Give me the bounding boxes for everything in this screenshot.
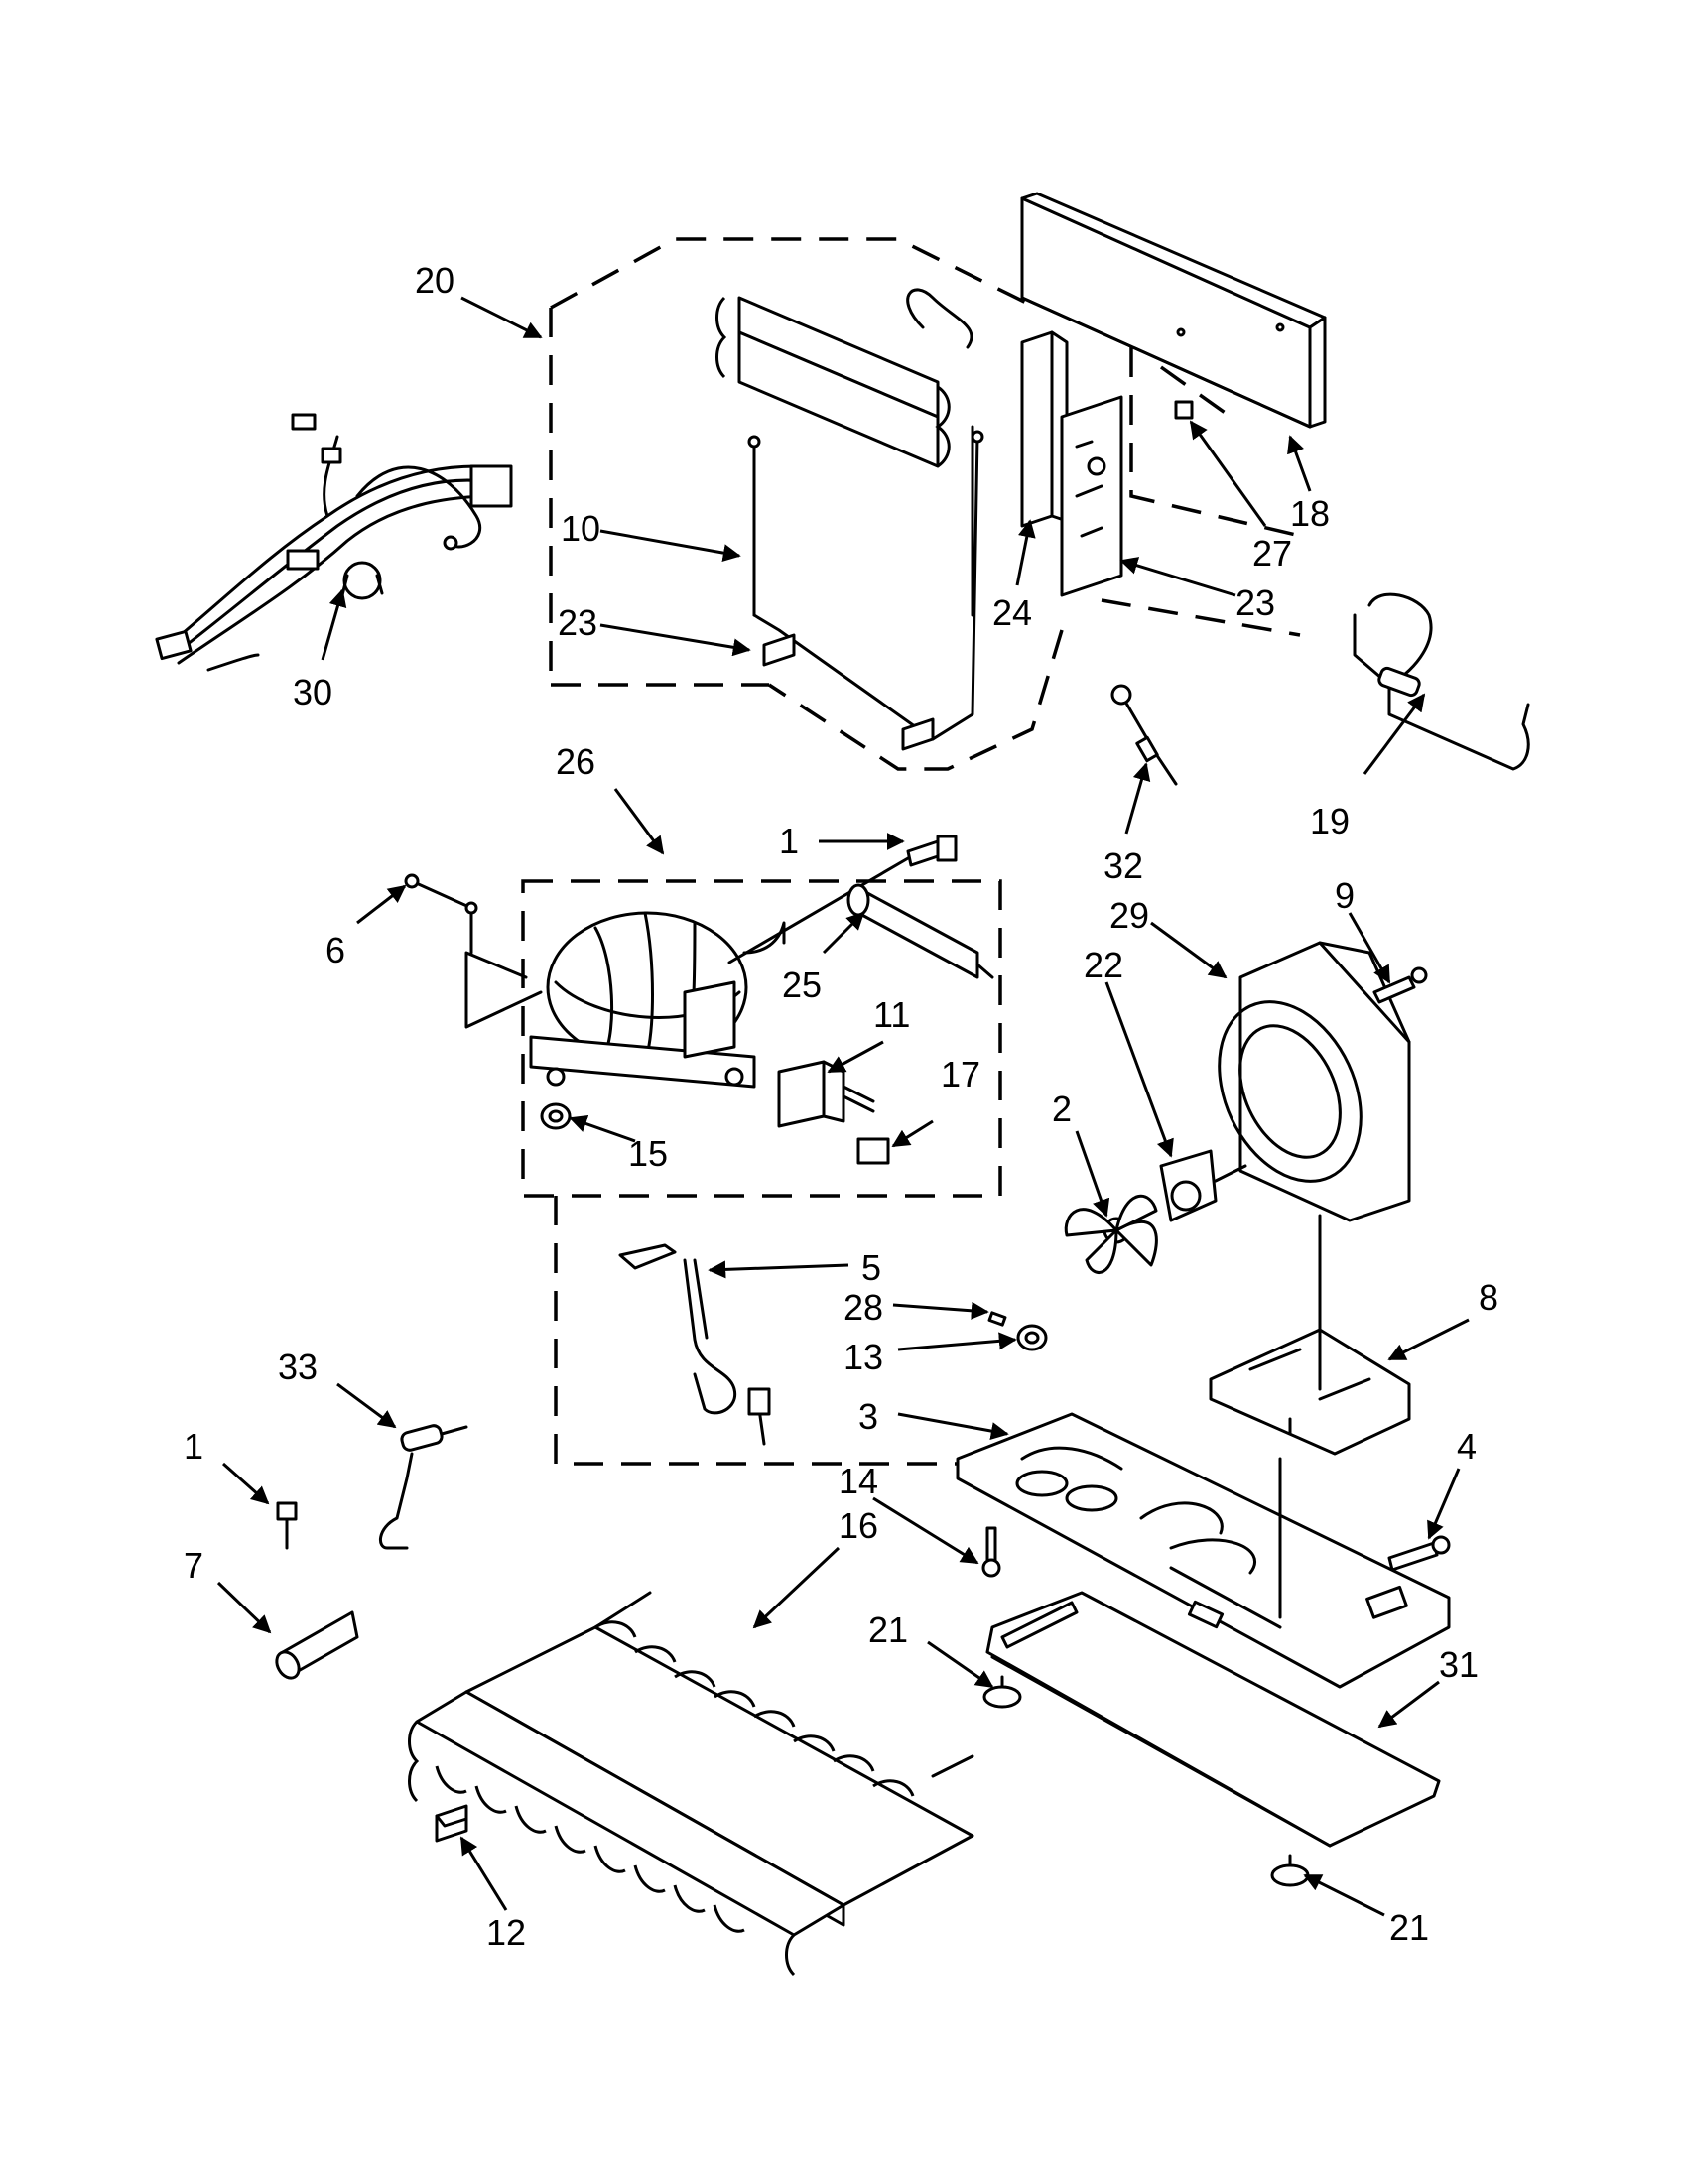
callout-16: 16 xyxy=(839,1505,878,1546)
sleeve-7 xyxy=(275,1610,359,1680)
callout-18: 18 xyxy=(1290,493,1330,534)
callout-24: 24 xyxy=(992,592,1032,633)
relay-11 xyxy=(777,1060,875,1128)
base-plate-3 xyxy=(956,1412,1451,1689)
callout-17: 17 xyxy=(941,1054,980,1094)
wire-harness xyxy=(155,413,513,672)
callout-32: 32 xyxy=(1103,845,1143,886)
callout-14: 14 xyxy=(839,1461,878,1501)
callout-23: 23 xyxy=(1235,582,1275,623)
control-box-8 xyxy=(1209,1328,1411,1456)
callout-1: 1 xyxy=(184,1426,203,1467)
callout-4: 4 xyxy=(1457,1426,1477,1467)
drain-tube-5 xyxy=(618,1243,771,1446)
screw-9 xyxy=(1372,966,1428,1004)
compressor-group-outline xyxy=(521,879,1002,1198)
foot-21-lower xyxy=(1270,1854,1310,1887)
callout-26: 26 xyxy=(556,741,595,782)
seal-28 xyxy=(987,1311,1007,1327)
callout-21: 21 xyxy=(868,1609,908,1650)
callout-23: 23 xyxy=(558,602,597,643)
thermistor-32 xyxy=(1110,684,1178,786)
air-duct xyxy=(1020,192,1327,429)
screw-1-left xyxy=(276,1501,298,1550)
callout-21: 21 xyxy=(1389,1907,1429,1948)
callout-5: 5 xyxy=(861,1247,881,1288)
screw-14 xyxy=(981,1526,1001,1578)
callout-3: 3 xyxy=(858,1396,878,1437)
cover-31 xyxy=(985,1591,1441,1848)
callout-19: 19 xyxy=(1310,801,1350,841)
callout-30: 30 xyxy=(293,672,332,712)
evaporator-bracket-23 xyxy=(1060,395,1123,597)
drain-tube-19 xyxy=(1353,592,1530,771)
callout-27: 27 xyxy=(1252,533,1292,574)
evaporator-group-outline xyxy=(549,237,1301,771)
callout-11: 11 xyxy=(873,994,910,1035)
evaporator-cover-24 xyxy=(1020,330,1069,528)
overload-17 xyxy=(856,1137,890,1165)
foot-21-upper xyxy=(982,1675,1022,1709)
callout-10: 10 xyxy=(561,508,600,549)
screw-4 xyxy=(1387,1535,1451,1572)
callout-7: 7 xyxy=(184,1545,203,1586)
duct-clip-27 xyxy=(1174,400,1194,420)
grommet-15 xyxy=(540,1102,572,1130)
callout-8: 8 xyxy=(1479,1277,1498,1318)
callout-13: 13 xyxy=(844,1337,883,1377)
callout-28: 28 xyxy=(844,1287,883,1328)
callout-2: 2 xyxy=(1052,1089,1072,1129)
callout-12: 12 xyxy=(486,1912,526,1953)
drier-33 xyxy=(378,1424,468,1550)
callout-1: 1 xyxy=(779,821,799,861)
compressor xyxy=(464,911,786,1089)
evaporator xyxy=(715,288,984,751)
drier-25 xyxy=(846,883,994,979)
grommet-13 xyxy=(1016,1324,1048,1351)
mounting-bolt-1 xyxy=(727,835,958,964)
callout-33: 33 xyxy=(278,1347,318,1387)
clip-12 xyxy=(435,1804,468,1843)
fan-blade-2 xyxy=(1064,1194,1158,1274)
callout-6: 6 xyxy=(325,930,345,970)
condenser-16 xyxy=(408,1591,974,1977)
callout-9: 9 xyxy=(1335,875,1355,916)
leader-lines xyxy=(216,296,1470,1917)
callout-25: 25 xyxy=(782,964,822,1005)
fan-shroud-29 xyxy=(1218,941,1411,1222)
callout-20: 20 xyxy=(415,260,454,301)
wire-clip-6 xyxy=(404,873,478,955)
fan-motor-22 xyxy=(1159,1149,1247,1222)
callout-labels: 20 10 23 30 24 23 27 18 19 32 26 1 6 25 … xyxy=(184,260,1498,1953)
callout-22: 22 xyxy=(1084,945,1123,985)
callout-15: 15 xyxy=(628,1133,668,1174)
machine-compartment-outline xyxy=(554,1196,1032,1466)
callout-29: 29 xyxy=(1109,895,1149,936)
callout-31: 31 xyxy=(1439,1644,1479,1685)
